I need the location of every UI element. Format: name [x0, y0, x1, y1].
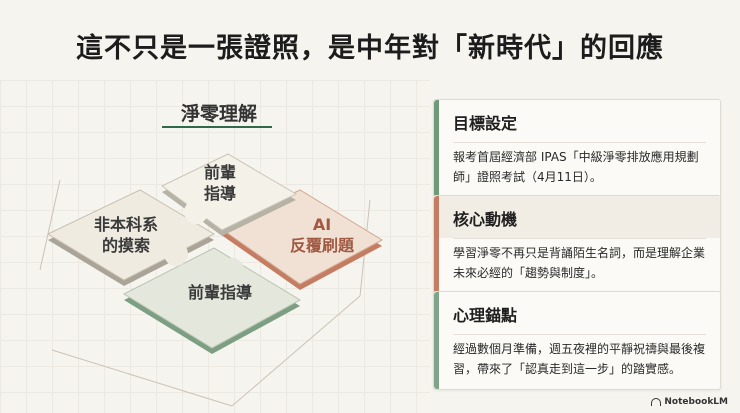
piece-label-bottom: 前輩指導	[187, 283, 252, 302]
card-body: 經過數個月準備，週五夜裡的平靜祝禱與最後複習，帶來了「認真走到這一步」的踏實感。	[453, 342, 706, 376]
card-divider	[453, 238, 706, 239]
card-anchor: 心理錨點 經過數個月準備，週五夜裡的平靜祝禱與最後複習，帶來了「認真走到這一步」…	[433, 291, 721, 390]
card-accent	[434, 292, 439, 389]
card-goal: 目標設定 報考首屆經濟部 IPAS「中級淨零排放應用規劃師」證照考試（4月11日…	[433, 99, 721, 198]
puzzle-illustration	[39, 153, 384, 407]
card-heading: 目標設定	[453, 114, 518, 133]
puzzle-title-underline	[162, 126, 272, 128]
piece-label-left: 非本科系的摸索	[93, 215, 158, 255]
puzzle-piece-bottom	[122, 247, 302, 354]
card-heading: 心理錨點	[453, 306, 518, 325]
piece-label-top: 前輩指導	[203, 163, 236, 203]
card-accent	[434, 196, 439, 293]
puzzle-title: 淨零理解	[180, 103, 257, 125]
card-motivation: 核心動機 學習淨零不再只是背誦陌生名詞，而是理解企業未來必經的「趨勢與制度」。	[433, 195, 721, 294]
card-accent	[434, 100, 439, 197]
card-heading: 核心動機	[439, 196, 720, 238]
card-divider	[453, 142, 706, 143]
puzzle-piece-left	[46, 189, 216, 286]
card-divider	[453, 334, 706, 335]
notebooklm-badge: NotebookLM	[651, 397, 728, 407]
card-body: 學習淨零不再只是背誦陌生名詞，而是理解企業未來必經的「趨勢與制度」。	[453, 246, 706, 280]
card-body: 報考首屆經濟部 IPAS「中級淨零排放應用規劃師」證照考試（4月11日）。	[453, 150, 699, 184]
brand-label: NotebookLM	[664, 397, 728, 407]
page-title: 這不只是一張證照，是中年對「新時代」的回應	[76, 33, 664, 64]
notebooklm-logo-icon	[651, 398, 662, 406]
puzzle-piece-top	[161, 153, 298, 236]
